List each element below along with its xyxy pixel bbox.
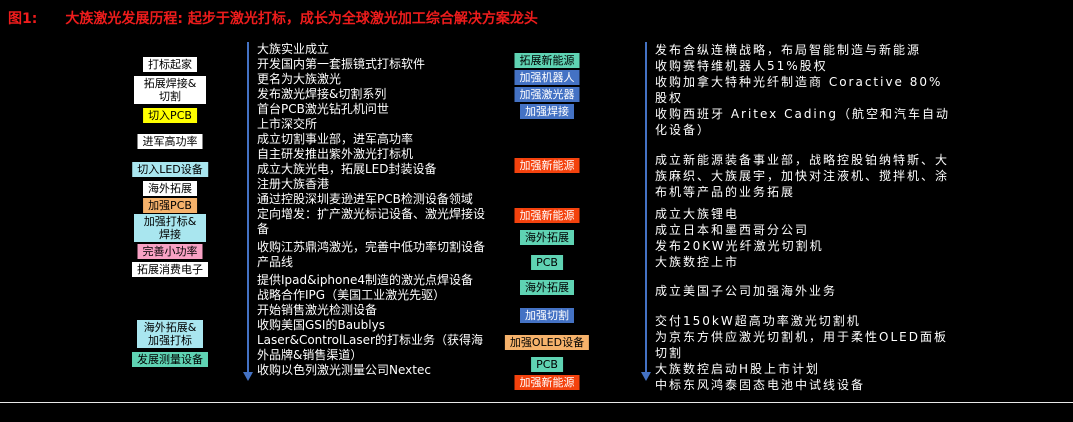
event-item: 上市深交所: [257, 117, 318, 131]
timeline-arrow-1: [243, 42, 253, 381]
event-item: 成立切割事业部，进军高功率: [257, 132, 414, 146]
stage-tag: PCB: [531, 357, 563, 372]
figure-label: 图1:: [8, 11, 38, 27]
figure-header: 图1: 大族激光发展历程: 起步于激光打标，成长为全球激光加工综合解决方案龙头: [8, 8, 538, 28]
stage-tag: 加强打标&焊接: [134, 214, 206, 242]
stage-tag: 海外拓展: [520, 280, 574, 295]
stage-tag: 进军高功率: [137, 134, 203, 149]
stage-tag: 加强新能源: [514, 208, 580, 223]
stage-tag: 加强OLED设备: [504, 335, 590, 350]
stage-tag: 切入PCB: [143, 108, 197, 123]
event-item: 首台PCB激光钻孔机问世: [257, 102, 389, 116]
event-item: 收购美国GSI的Baublys Laser&ControlLaser的打标业务（…: [257, 318, 483, 362]
stage-tag: 加强机器人: [514, 70, 580, 85]
stage-tag: 拓展消费电子: [132, 262, 208, 277]
event-item: 成立日本和墨西哥分公司: [655, 223, 810, 237]
stage-tag: 切入LED设备: [132, 162, 208, 177]
event-item: 定向增发：扩产激光标记设备、激光焊接设备: [257, 207, 486, 236]
event-item: 开始销售激光检测设备: [257, 303, 378, 317]
stage-tag: 海外拓展: [520, 230, 574, 245]
stage-tag: PCB: [531, 255, 563, 270]
stage-tag: 拓展焊接&切割: [134, 76, 206, 104]
event-item: 大族实业成立: [257, 42, 330, 56]
event-item: 成立新能源装备事业部，战略控股铂纳特斯、大族麻织、大族展宇，加快对注液机、搅拌机…: [655, 153, 950, 199]
timeline-events-early: 大族实业成立 开发国内第一套振镜式打标软件 更名为大族激光 发布激光焊接&切割系…: [257, 42, 487, 378]
event-item: 大族数控上市: [655, 255, 740, 269]
timeline-events-recent: 发布合纵连横战略，布局智能制造与新能源 收购赛特维机器人51%股权 收购加拿大特…: [655, 42, 955, 393]
stage-tag: 打标起家: [143, 57, 197, 72]
stage-tag: 加强焊接: [520, 104, 574, 119]
event-item: 为京东方供应激光切割机，用于柔性OLED面板切割: [655, 330, 948, 360]
timeline-content: 打标起家 拓展焊接&切割 切入PCB 进军高功率 切入LED设备 海外拓展 加强…: [0, 40, 1073, 400]
event-item: 注册大族香港: [257, 177, 330, 191]
timeline-arrow-2: [641, 42, 651, 381]
figure-title: 大族激光发展历程: 起步于激光打标，成长为全球激光加工综合解决方案龙头: [65, 11, 538, 27]
stage-tag: 加强激光器: [514, 87, 580, 102]
event-item: 中标东风鸿泰固态电池中试线设备: [655, 378, 866, 392]
event-item: 成立美国子公司加强海外业务: [655, 284, 838, 298]
stage-tag: 加强PCB: [143, 198, 197, 213]
bottom-divider: [0, 402, 1073, 403]
event-item: 自主研发推出紫外激光打标机: [257, 147, 414, 161]
event-item: 提供Ipad&iphone4制造的激光点焊设备: [257, 273, 474, 287]
event-item: 更名为大族激光: [257, 72, 342, 86]
event-item: 通过控股深圳麦逊进军PCB检测设备领域: [257, 192, 473, 206]
event-item: 战略合作IPG（美国工业激光先驱）: [257, 288, 446, 302]
event-item: 大族数控启动H股上市计划: [655, 362, 821, 376]
event-item: 收购西班牙 Aritex Cading（航空和汽车自动化设备）: [655, 107, 950, 137]
event-item: 收购赛特维机器人51%股权: [655, 59, 828, 73]
stage-tag: 海外拓展: [143, 181, 197, 196]
stage-tag: 完善小功率: [137, 244, 203, 259]
event-item: 发布激光焊接&切割系列: [257, 87, 387, 101]
event-item: 收购以色列激光测量公司Nextec: [257, 363, 431, 377]
stage-tag: 发展测量设备: [132, 352, 208, 367]
stage-tag: 拓展新能源: [514, 53, 580, 68]
event-item: 成立大族光电，拓展LED封装设备: [257, 162, 437, 176]
event-item: 发布合纵连横战略，布局智能制造与新能源: [655, 43, 922, 57]
stage-tag: 加强新能源: [514, 375, 580, 390]
event-item: 收购加拿大特种光纤制造商 Coractive 80%股权: [655, 75, 943, 105]
event-item: 发布20KW光纤激光切割机: [655, 239, 824, 253]
event-item: 交付150kW超高功率激光切割机: [655, 314, 861, 328]
event-item: 成立大族锂电: [655, 207, 740, 221]
event-item: 开发国内第一套振镜式打标软件: [257, 57, 426, 71]
stage-tag: 海外拓展&加强打标: [137, 320, 203, 348]
stage-tag: 加强新能源: [514, 158, 580, 173]
event-item: 收购江苏鼎鸿激光，完善中低功率切割设备产品线: [257, 240, 486, 269]
stage-tag: 加强切割: [520, 308, 574, 323]
